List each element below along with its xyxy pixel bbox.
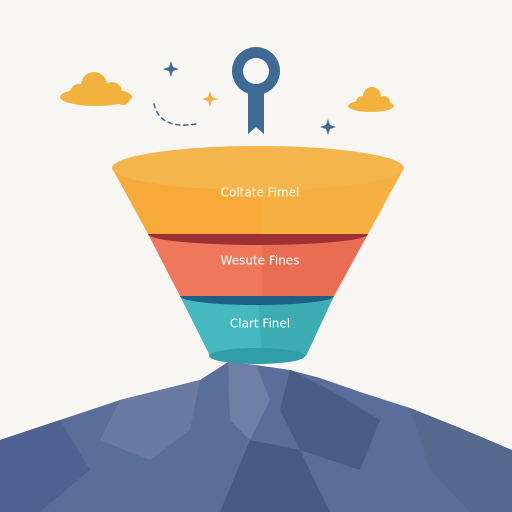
- cloud-icon-left: [60, 72, 132, 106]
- dashed-trail: [153, 103, 197, 126]
- sparkle-icon-2: [202, 91, 218, 107]
- cloud-icon-right: [348, 87, 394, 112]
- sparkle-icon-3: [320, 119, 336, 135]
- funnel-stage-3-label: Clart Finel: [230, 317, 290, 331]
- funnel-stage-2-label: Wesute Fines: [221, 254, 300, 268]
- funnel-stage-2: Wesute Fines: [148, 223, 368, 296]
- funnel-stage-1-label: Coltate Fimel: [221, 186, 300, 200]
- location-pin-ribbon-icon: [232, 47, 280, 134]
- mountain-icon: [0, 362, 512, 512]
- sparkle-icon-1: [163, 61, 179, 77]
- funnel-stage-3: Clart Finel: [180, 287, 334, 364]
- funnel-stage-1: Coltate Fimel: [112, 146, 404, 234]
